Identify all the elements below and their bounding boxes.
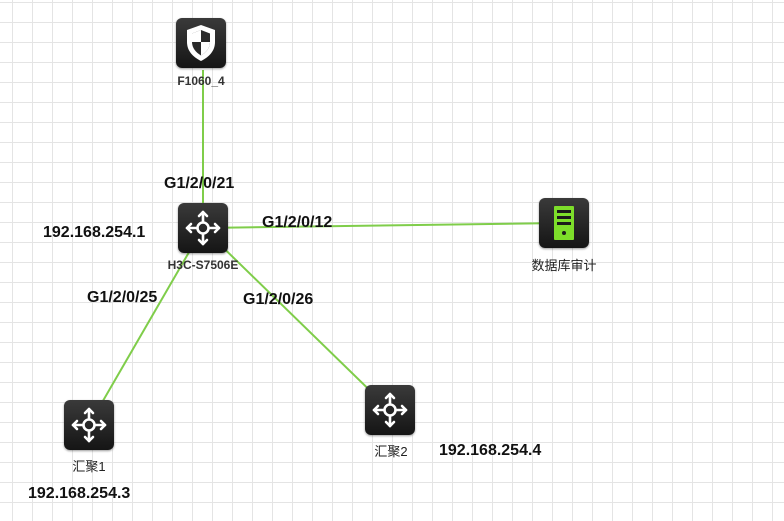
core-switch-node[interactable] xyxy=(178,203,228,253)
agg1-switch-node[interactable] xyxy=(64,400,114,450)
firewall-label: F1060_4 xyxy=(177,74,225,88)
agg2-switch-node[interactable] xyxy=(365,385,415,435)
port-label-g1-2-0-12: G1/2/0/12 xyxy=(262,214,333,231)
core-switch-label: H3C-S7506E xyxy=(167,258,239,272)
shield-icon xyxy=(187,25,215,61)
db-audit-label: 数据库审计 xyxy=(531,258,597,273)
port-label-g1-2-0-26: G1/2/0/26 xyxy=(243,291,314,308)
switch-icon xyxy=(185,210,221,246)
link-core-db-audit xyxy=(202,222,564,229)
agg2-label: 汇聚2 xyxy=(374,444,408,459)
port-label-g1-2-0-25: G1/2/0/25 xyxy=(87,289,158,306)
switch-icon xyxy=(372,392,408,428)
link-core-agg1 xyxy=(88,227,204,426)
server-icon xyxy=(554,206,574,240)
switch-icon xyxy=(71,407,107,443)
agg1-label: 汇聚1 xyxy=(72,459,106,474)
firewall-node[interactable] xyxy=(176,18,226,68)
ip-label-agg2: 192.168.254.4 xyxy=(439,442,542,459)
port-label-g1-2-0-21: G1/2/0/21 xyxy=(164,175,235,192)
ip-label-agg1: 192.168.254.3 xyxy=(28,485,131,502)
ip-label-core: 192.168.254.1 xyxy=(43,224,146,241)
link-core-agg2 xyxy=(202,227,391,411)
db-audit-node[interactable] xyxy=(539,198,589,248)
